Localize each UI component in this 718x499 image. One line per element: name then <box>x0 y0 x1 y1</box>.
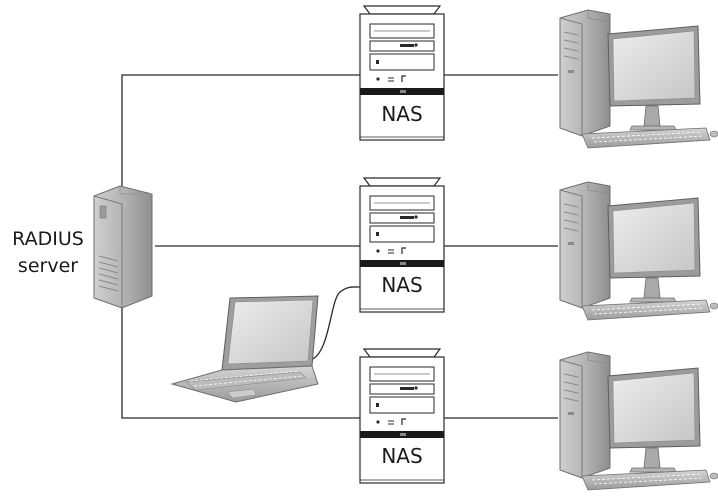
link-radius-bottom <box>121 308 362 419</box>
nas-unit-3: NAS <box>359 348 445 484</box>
nas-label: NAS <box>381 444 422 468</box>
nas-unit-1: NAS <box>359 5 445 141</box>
radius-server-label-line2: server <box>18 255 78 277</box>
radius-server: RADIUS server <box>12 185 153 309</box>
radius-server-label-line1: RADIUS <box>12 228 84 250</box>
radius-server-tower-icon <box>93 185 153 309</box>
link-laptop-nas2 <box>309 286 363 361</box>
laptop-icon <box>170 295 319 403</box>
nas-unit-2: NAS <box>359 177 445 313</box>
connection-lines <box>121 74 558 419</box>
nas-label: NAS <box>381 102 422 126</box>
desktop-computer-icon <box>559 351 718 491</box>
desktop-computer-icon <box>559 181 718 321</box>
link-radius-top <box>121 74 362 196</box>
desktop-computer-icon <box>559 9 718 149</box>
nas-label: NAS <box>381 273 422 297</box>
